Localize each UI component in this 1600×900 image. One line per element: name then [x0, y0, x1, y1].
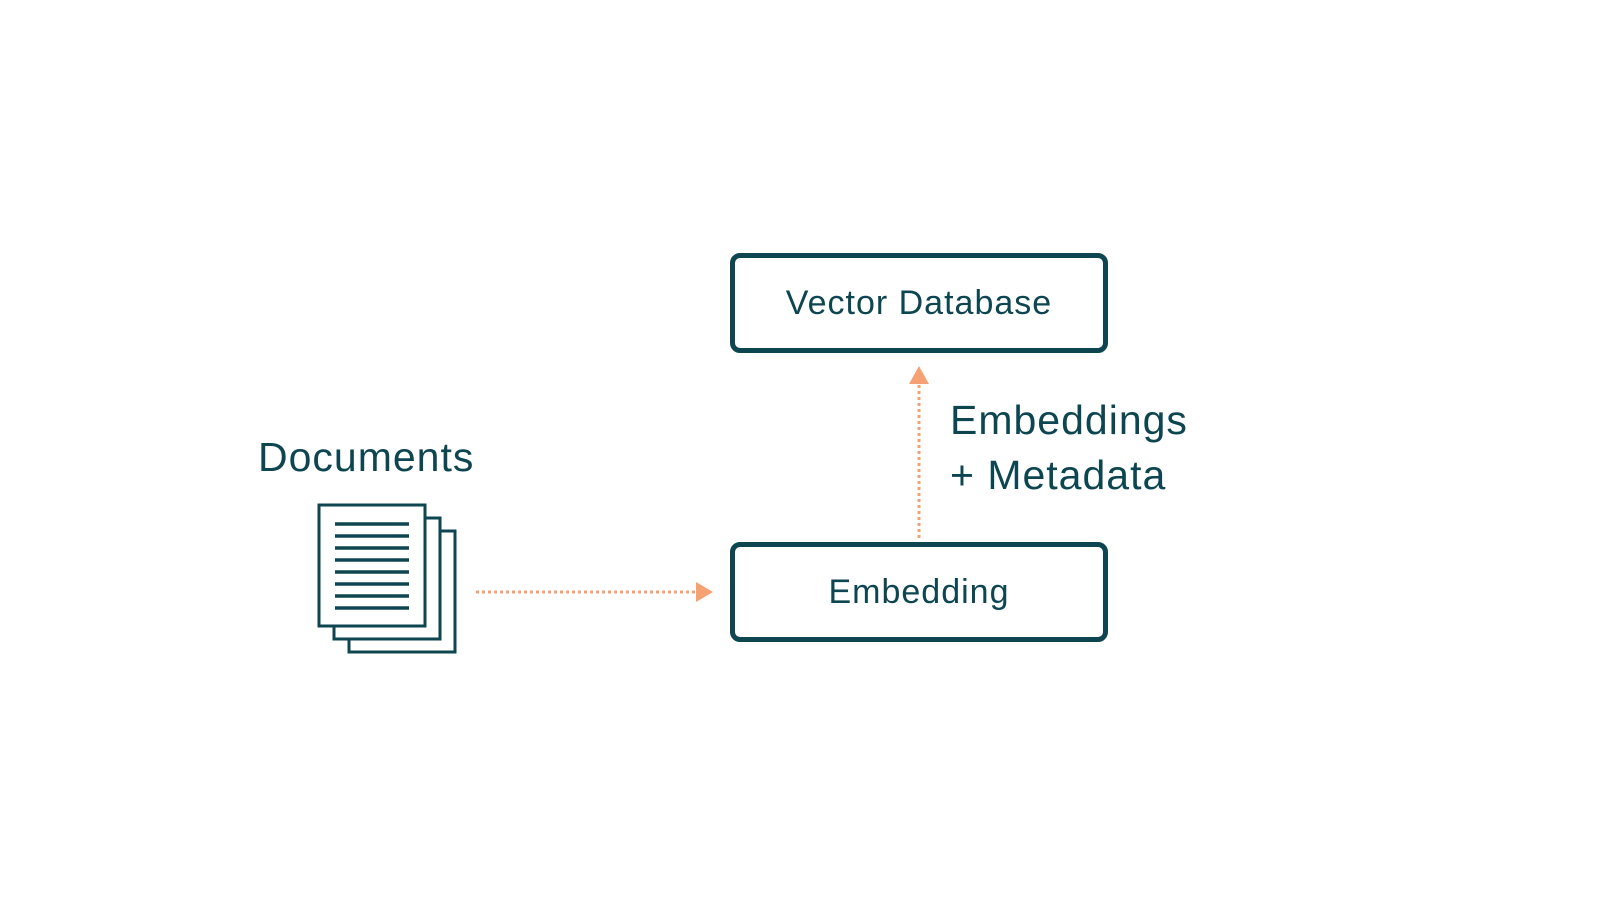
- documents-label: Documents: [258, 434, 475, 480]
- arrowhead-right-icon: [696, 582, 713, 602]
- documents-stack-icon: [317, 503, 457, 654]
- arrowhead-up-icon: [909, 366, 929, 384]
- arrow-embedding-to-vector-database: [909, 366, 929, 538]
- edge-label-embeddings: Embeddings: [950, 397, 1188, 443]
- vector-database-node: Vector Database: [730, 253, 1108, 353]
- vector-database-label: Vector Database: [785, 283, 1053, 322]
- embedding-label: Embedding: [828, 572, 1010, 611]
- embedding-node: Embedding: [730, 542, 1108, 642]
- edge-label-metadata: + Metadata: [950, 452, 1167, 498]
- arrow-documents-to-embedding: [476, 582, 713, 602]
